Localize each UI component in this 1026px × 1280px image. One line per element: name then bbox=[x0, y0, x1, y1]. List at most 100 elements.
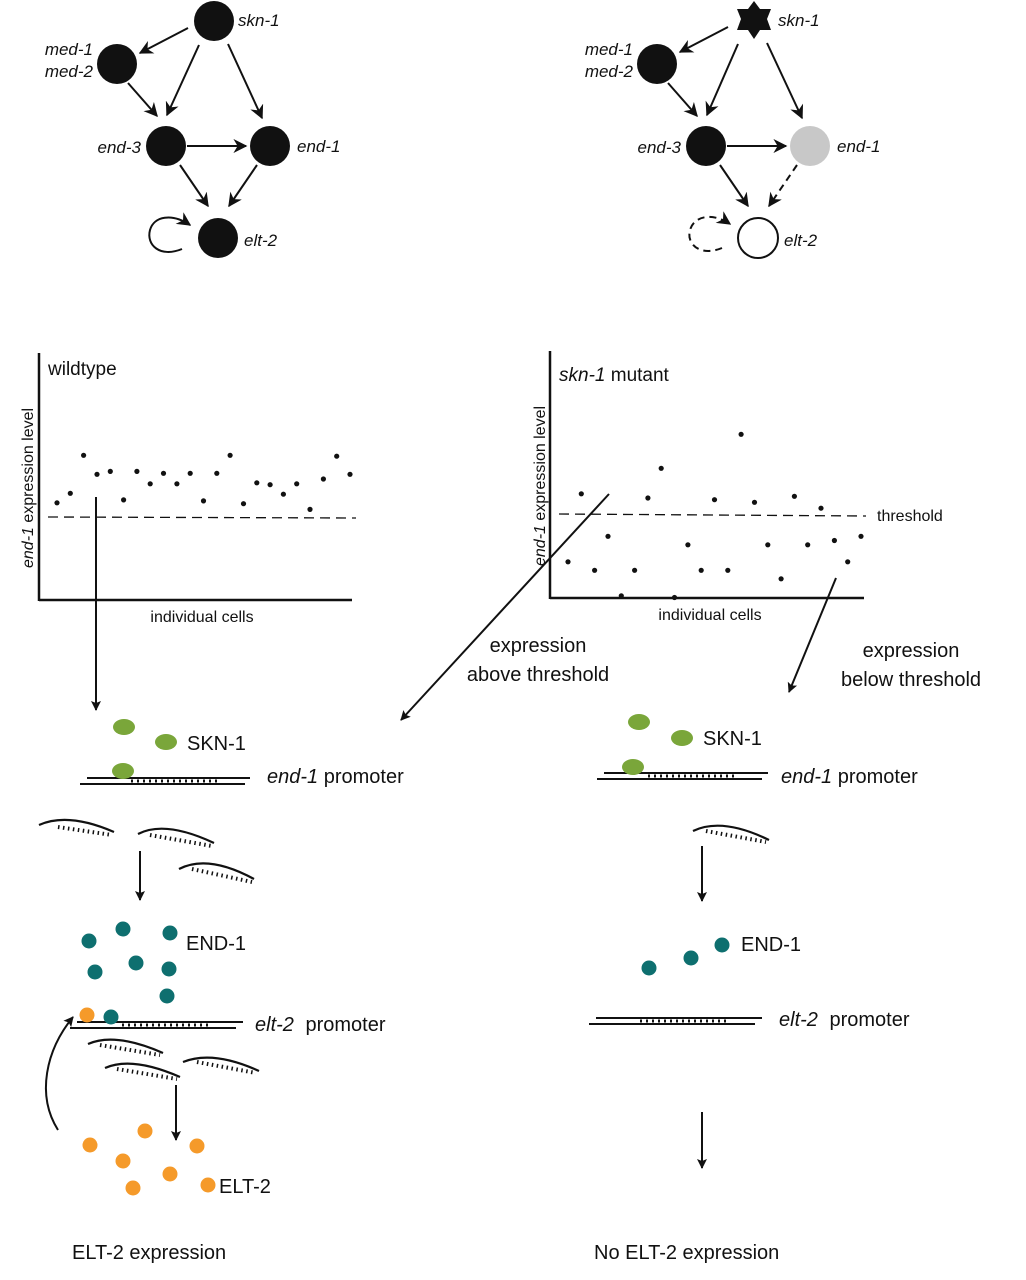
wildtype-plot: wildtype individual cells end-1 expressi… bbox=[20, 353, 357, 626]
data-point bbox=[94, 471, 100, 477]
data-point bbox=[725, 567, 731, 573]
label-end3: end-3 bbox=[98, 138, 142, 157]
data-point bbox=[565, 559, 571, 565]
label-below-threshold-2: below threshold bbox=[841, 669, 981, 691]
elt2-protein bbox=[189, 1138, 205, 1154]
skn1-protein bbox=[671, 730, 693, 746]
mrna-transcript bbox=[87, 1038, 164, 1055]
data-point bbox=[254, 480, 260, 486]
label-end1: end-1 bbox=[837, 137, 880, 156]
node-med bbox=[637, 44, 677, 84]
data-point bbox=[778, 576, 784, 582]
data-point bbox=[578, 491, 584, 497]
edge-med-end3 bbox=[667, 82, 698, 118]
data-point bbox=[347, 471, 353, 477]
connector-arrows bbox=[91, 493, 837, 721]
label-med2: med-2 bbox=[45, 62, 94, 81]
data-point bbox=[54, 500, 60, 506]
mrna-transcript bbox=[178, 862, 255, 880]
data-point bbox=[134, 468, 140, 474]
end1-promoter-label: end-1 promoter bbox=[781, 766, 918, 788]
data-point bbox=[294, 481, 300, 487]
data-point bbox=[805, 542, 811, 548]
node-end3 bbox=[686, 126, 726, 166]
data-point bbox=[107, 468, 113, 474]
node-skn1-mutant-star bbox=[737, 1, 771, 39]
data-point bbox=[738, 431, 744, 437]
node-skn1 bbox=[194, 1, 234, 41]
edge-end3-elt2 bbox=[719, 164, 749, 208]
data-point bbox=[671, 594, 678, 601]
edge-skn1-end1 bbox=[766, 42, 804, 120]
data-point bbox=[605, 533, 611, 539]
plot-title: wildtype bbox=[47, 359, 117, 380]
mrna-transcript bbox=[57, 825, 113, 837]
elt2-promoter-label: elt-2 promoter bbox=[255, 1014, 386, 1036]
elt2-protein bbox=[137, 1123, 153, 1139]
mutant-plot: skn-1 mutant individual cells threshold … bbox=[532, 351, 943, 624]
data-point bbox=[67, 490, 73, 496]
edge-skn1-med bbox=[138, 27, 189, 54]
outcome-label: ELT-2 expression bbox=[72, 1242, 226, 1264]
end1-protein bbox=[87, 964, 103, 980]
x-axis-label: individual cells bbox=[150, 609, 253, 626]
threshold-label: threshold bbox=[877, 508, 943, 525]
end1-proteins bbox=[641, 937, 730, 976]
elt2-protein bbox=[200, 1177, 216, 1193]
label-elt2: elt-2 bbox=[244, 231, 278, 250]
data-point bbox=[645, 495, 651, 501]
node-end1 bbox=[250, 126, 290, 166]
x-axis-label: individual cells bbox=[658, 607, 761, 624]
label-end1: end-1 bbox=[297, 137, 340, 156]
end1-protein-label: END-1 bbox=[741, 934, 801, 956]
elt2-protein bbox=[115, 1153, 131, 1169]
data-point bbox=[334, 453, 340, 459]
label-skn1: skn-1 bbox=[238, 11, 280, 30]
label-med2: med-2 bbox=[585, 62, 634, 81]
data-point bbox=[214, 470, 220, 476]
edge-elt2-autoloop-dashed bbox=[688, 211, 732, 252]
data-point bbox=[658, 465, 664, 471]
end1-mrna-transcripts bbox=[692, 824, 770, 844]
data-point bbox=[632, 567, 638, 573]
y-axis-label-rest: expression level bbox=[20, 408, 37, 527]
skn1-label: SKN-1 bbox=[187, 733, 246, 755]
data-point bbox=[698, 567, 704, 573]
skn1-protein bbox=[155, 734, 177, 750]
data-point bbox=[280, 491, 286, 497]
data-point bbox=[81, 452, 87, 458]
node-elt2-off bbox=[737, 217, 779, 259]
arrow-above-threshold bbox=[400, 493, 610, 721]
y-axis-label-italic: end-1 bbox=[20, 527, 37, 568]
y-axis-label-rest: expression level bbox=[532, 406, 549, 525]
label-skn1: skn-1 bbox=[778, 11, 820, 30]
threshold-line bbox=[47, 516, 357, 519]
end1-protein bbox=[159, 988, 175, 1004]
plot-title-italic: skn-1 bbox=[559, 365, 605, 386]
data-point bbox=[791, 493, 798, 499]
mrna-transcript bbox=[149, 833, 213, 848]
node-end3 bbox=[146, 126, 186, 166]
node-elt2 bbox=[198, 218, 238, 258]
elt2-protein bbox=[162, 1166, 178, 1182]
mrna-transcript bbox=[104, 1062, 181, 1079]
right-pathway: SKN-1 end-1 promoter END-1 elt-2 promote… bbox=[589, 714, 918, 1264]
end1-protein bbox=[714, 937, 730, 953]
end1-mrna-transcripts bbox=[38, 818, 255, 884]
mrna-transcript bbox=[38, 818, 115, 834]
outcome-label: No ELT-2 expression bbox=[594, 1242, 779, 1264]
network-edges bbox=[667, 26, 804, 252]
edge-elt2-autoloop bbox=[148, 212, 192, 253]
label-elt2: elt-2 bbox=[784, 231, 818, 250]
end1-promoter-dna bbox=[597, 772, 768, 780]
end1-protein bbox=[162, 925, 178, 941]
end1-proteins bbox=[81, 921, 178, 1004]
edge-end3-elt2 bbox=[179, 164, 209, 208]
mrna-transcript bbox=[182, 1056, 260, 1073]
data-point bbox=[818, 505, 824, 511]
mrna-transcript bbox=[116, 1067, 178, 1081]
edge-end1-elt2 bbox=[228, 164, 258, 208]
left-pathway: SKN-1 end-1 promoter END- bbox=[38, 719, 404, 1264]
end1-promoter-label: end-1 promoter bbox=[267, 766, 404, 788]
